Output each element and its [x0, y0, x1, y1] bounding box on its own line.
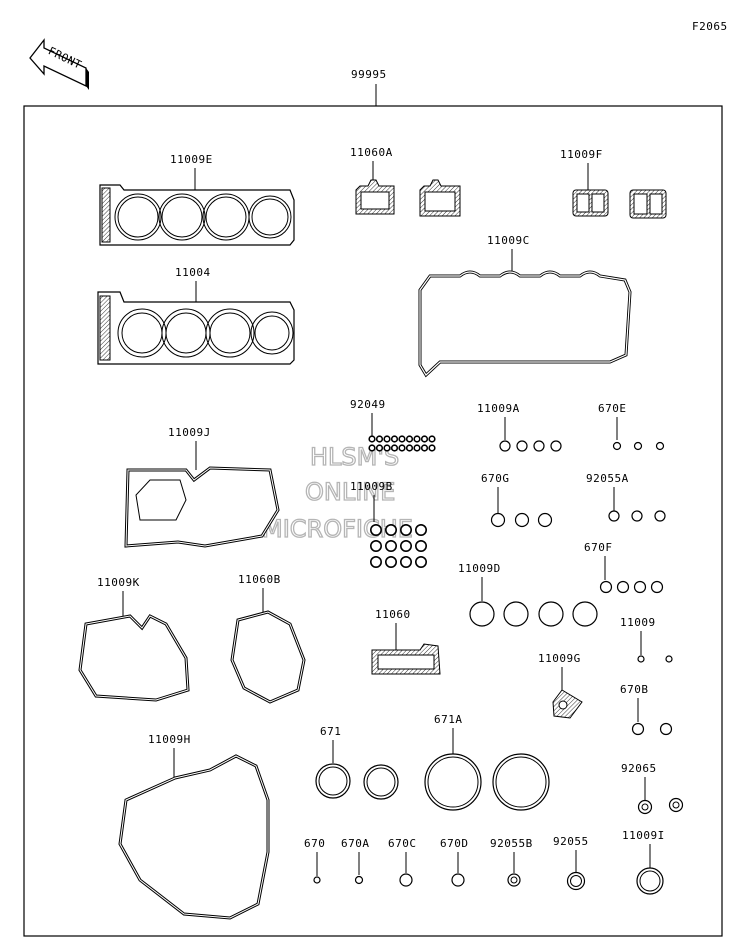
svg-text:11060: 11060 [375, 608, 411, 621]
part-670A[interactable]: 670A [341, 837, 370, 885]
washer-ring [369, 523, 382, 536]
svg-text:92049: 92049 [350, 398, 386, 411]
svg-text:11009I: 11009I [622, 829, 665, 842]
washer-ring [375, 444, 384, 452]
svg-text:11009G: 11009G [538, 652, 581, 665]
washer-ring [414, 539, 427, 552]
front-arrow-icon: FRONT [29, 38, 89, 90]
assembly-frame [23, 105, 723, 937]
part-11009I[interactable]: 11009I [622, 829, 665, 895]
part-92055B[interactable]: 92055B [490, 837, 533, 887]
part-11060[interactable]: 11060 [371, 608, 441, 675]
part-11009A[interactable]: 11009A [477, 402, 562, 452]
washer-ring [383, 435, 391, 443]
part-671[interactable]: 671 [315, 725, 399, 800]
part-670G[interactable]: 670G [481, 472, 553, 528]
washer-ring [398, 435, 406, 443]
part-11009H[interactable]: 11009H [118, 733, 270, 920]
washer-ring [384, 523, 397, 536]
svg-text:11004: 11004 [175, 266, 211, 279]
svg-text:11060A: 11060A [350, 146, 393, 159]
part-11004[interactable]: 11004 [97, 266, 295, 365]
svg-text:11009D: 11009D [458, 562, 501, 575]
part-671A[interactable]: 671A [424, 713, 550, 811]
part-670E[interactable]: 670E [598, 402, 665, 451]
washer-ring [384, 555, 397, 568]
part-11009G[interactable]: 11009G [538, 652, 583, 719]
svg-text:670C: 670C [388, 837, 417, 850]
svg-text:11009C: 11009C [487, 234, 530, 247]
part-92055A[interactable]: 92055A [586, 472, 666, 522]
svg-text:670F: 670F [584, 541, 613, 554]
washer-ring [420, 444, 429, 452]
part-92065[interactable]: 92065 [621, 762, 684, 815]
washer-ring [368, 444, 376, 452]
part-670C[interactable]: 670C [388, 837, 417, 887]
svg-text:92055B: 92055B [490, 837, 533, 850]
svg-text:11009K: 11009K [97, 576, 140, 589]
washer-ring [368, 435, 376, 443]
washer-ring [398, 444, 406, 452]
washer-ring [413, 444, 421, 452]
svg-text:11009E: 11009E [170, 153, 213, 166]
svg-text:671: 671 [320, 725, 341, 738]
washer-ring [369, 539, 382, 552]
part-670F[interactable]: 670F [584, 541, 664, 594]
washer-ring [375, 435, 384, 443]
svg-text:670A: 670A [341, 837, 370, 850]
part-670[interactable]: 670 [304, 837, 325, 884]
svg-text:671A: 671A [434, 713, 463, 726]
svg-text:11060B: 11060B [238, 573, 281, 586]
part-670D[interactable]: 670D [440, 837, 469, 887]
svg-text:670D: 670D [440, 837, 469, 850]
washer-ring [390, 444, 399, 452]
svg-text:11009F: 11009F [560, 148, 603, 161]
part-11009C[interactable]: 11009C [418, 234, 632, 378]
washer-ring [383, 444, 391, 452]
washer-ring [428, 444, 436, 452]
part-11009J[interactable]: 11009J [124, 426, 280, 548]
svg-text:92055A: 92055A [586, 472, 629, 485]
svg-text:ONLINE: ONLINE [305, 478, 395, 506]
part-11009F[interactable]: 11009F [560, 148, 667, 219]
page-code: F2065 [692, 20, 728, 33]
washer-ring [399, 539, 412, 552]
part-670B[interactable]: 670B [620, 683, 673, 736]
part-92049[interactable]: 92049 [350, 398, 436, 452]
svg-text:670B: 670B [620, 683, 649, 696]
svg-text:92065: 92065 [621, 762, 657, 775]
washer-ring [384, 539, 397, 552]
svg-text:11009B: 11009B [350, 480, 393, 493]
part-11009K[interactable]: 11009K [78, 576, 190, 702]
washer-ring [413, 435, 421, 443]
part-11009E[interactable]: 11009E [99, 153, 295, 246]
part-11009B[interactable]: 11009B [350, 480, 427, 568]
washer-ring [369, 555, 382, 568]
svg-text:11009H: 11009H [148, 733, 191, 746]
washer-ring [405, 444, 414, 452]
washer-ring [399, 555, 412, 568]
assembly-number[interactable]: 99995 [351, 68, 387, 81]
svg-text:11009J: 11009J [168, 426, 211, 439]
part-11009[interactable]: 11009 [620, 616, 673, 663]
part-92055[interactable]: 92055 [553, 835, 589, 891]
washer-ring [399, 523, 412, 536]
washer-ring [414, 523, 427, 536]
svg-text:670: 670 [304, 837, 325, 850]
svg-text:92055: 92055 [553, 835, 589, 848]
svg-text:670G: 670G [481, 472, 510, 485]
part-11009D[interactable]: 11009D [458, 562, 598, 627]
washer-ring [420, 435, 429, 443]
svg-text:670E: 670E [598, 402, 627, 415]
washer-ring [428, 435, 436, 443]
washer-ring [390, 435, 399, 443]
part-11060B[interactable]: 11060B [230, 573, 306, 704]
svg-text:11009A: 11009A [477, 402, 520, 415]
washer-ring [405, 435, 414, 443]
washer-ring [414, 555, 427, 568]
part-11060A[interactable]: 11060A [350, 146, 461, 217]
svg-text:11009: 11009 [620, 616, 656, 629]
